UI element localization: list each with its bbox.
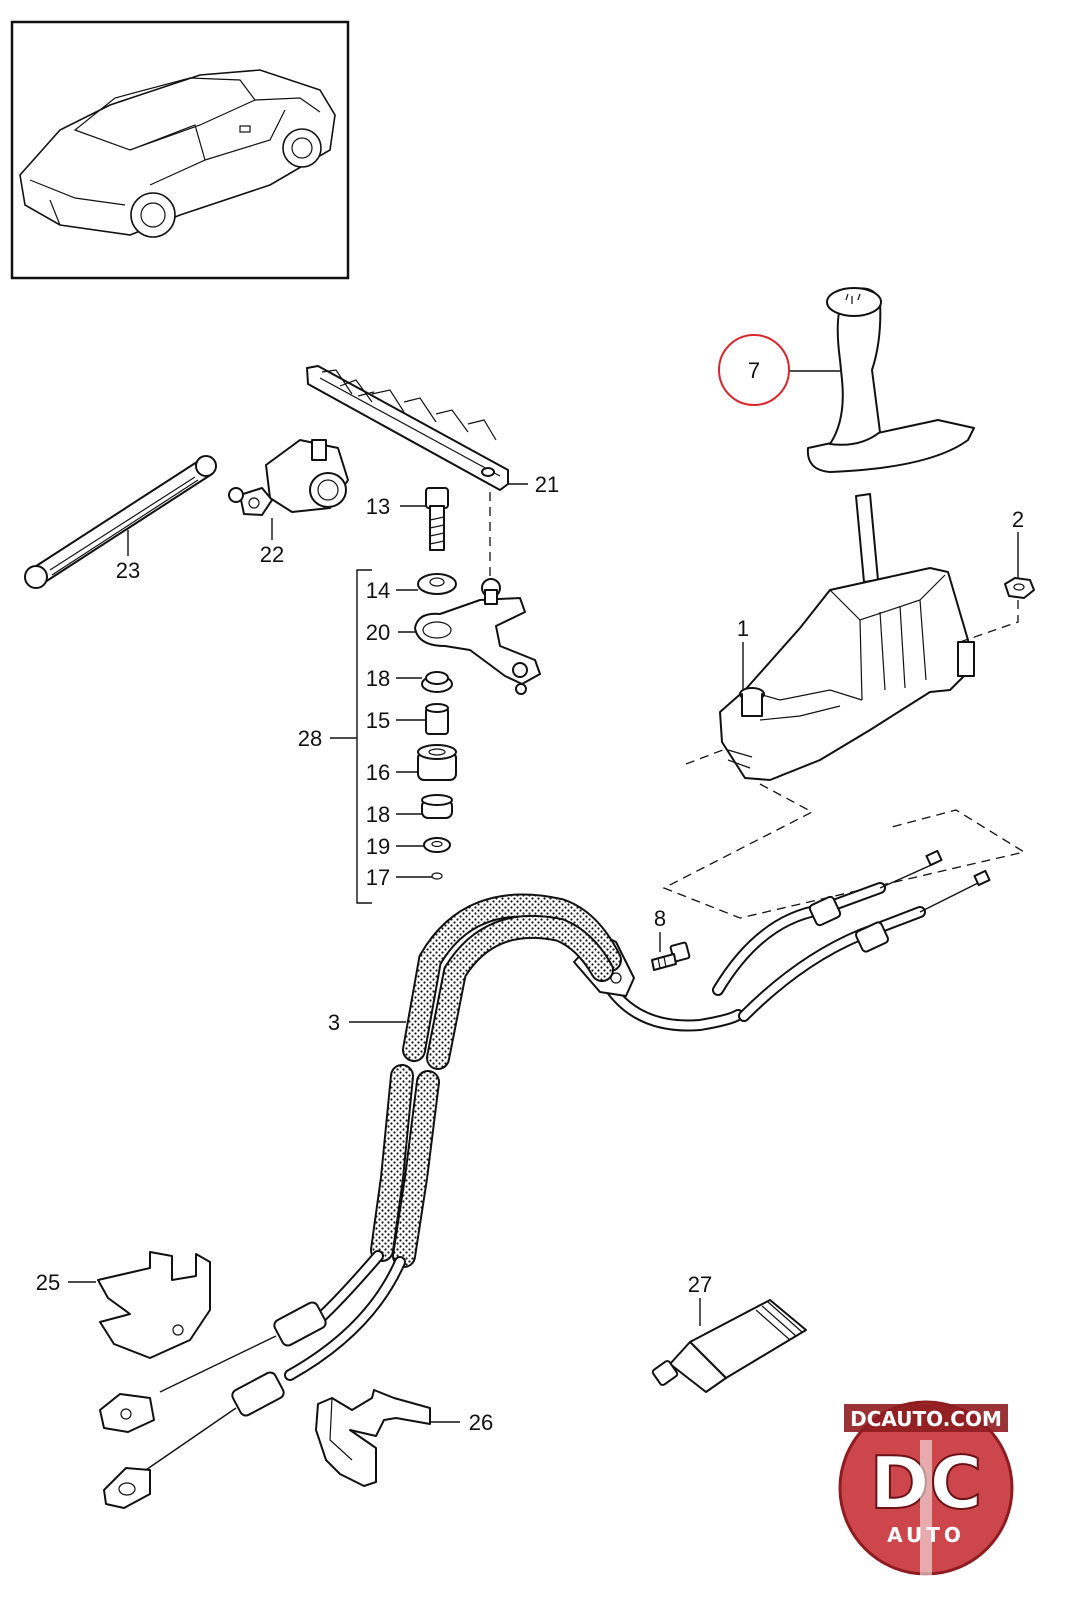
vehicle-thumbnail (10, 20, 350, 280)
callout-27: 27 (688, 1272, 712, 1297)
leader-lines (68, 370, 1019, 1423)
part-3-shift-cables (99, 849, 991, 1509)
part-7-shift-knob-boot (806, 287, 975, 473)
part-23-shift-rod (24, 455, 217, 589)
callout-23: 23 (116, 558, 140, 583)
part-15-sleeve (425, 703, 449, 735)
assembly-lines-housing (662, 600, 1026, 919)
callout-14: 14 (366, 578, 390, 603)
part-14-washer (417, 573, 457, 595)
part-2-nut (1004, 577, 1035, 599)
callout-8: 8 (654, 906, 666, 931)
callout-7-highlight-ring (718, 334, 790, 406)
part-22-shift-joint (228, 439, 349, 516)
part-8-bolt (651, 941, 691, 971)
part-20-lever (414, 578, 541, 695)
part-13-bolt (425, 487, 449, 551)
callout-17: 17 (366, 865, 390, 890)
callout-19: 19 (366, 834, 390, 859)
part-16-rubber-mount (417, 744, 457, 781)
callout-labels: 1 2 3 7 8 13 14 15 16 17 18 18 19 20 21 … (36, 358, 1024, 1435)
svg-text:AUTO: AUTO (887, 1523, 965, 1547)
dcauto-watermark-logo: DCAUTO.COM DC AUTO (838, 1400, 1014, 1580)
part-26-bracket-clip (315, 1389, 431, 1487)
svg-text:DCAUTO.COM: DCAUTO.COM (850, 1407, 1002, 1431)
callout-18-upper: 18 (366, 666, 390, 691)
part-19-washer (423, 837, 451, 853)
part-17-clip (431, 872, 443, 880)
callout-25: 25 (36, 1270, 60, 1295)
part-1-shifter-housing (719, 493, 975, 781)
part-27-grease-tube (651, 1299, 807, 1393)
part-18-bushing-lower (421, 794, 453, 819)
callout-21: 21 (535, 472, 559, 497)
callout-20: 20 (366, 620, 390, 645)
callout-3: 3 (328, 1010, 340, 1035)
callout-15: 15 (366, 708, 390, 733)
car-icon (19, 69, 336, 238)
callout-26: 26 (469, 1410, 493, 1435)
part-18-bushing-upper (421, 671, 453, 693)
callout-13: 13 (366, 494, 390, 519)
callout-2: 2 (1012, 507, 1024, 532)
callout-1: 1 (737, 616, 749, 641)
callout-28: 28 (298, 726, 322, 751)
part-25-bracket-clip (97, 1251, 211, 1359)
callout-7: 7 (748, 358, 760, 383)
callout-16: 16 (366, 760, 390, 785)
callout-18-lower: 18 (366, 802, 390, 827)
callout-22: 22 (260, 542, 284, 567)
